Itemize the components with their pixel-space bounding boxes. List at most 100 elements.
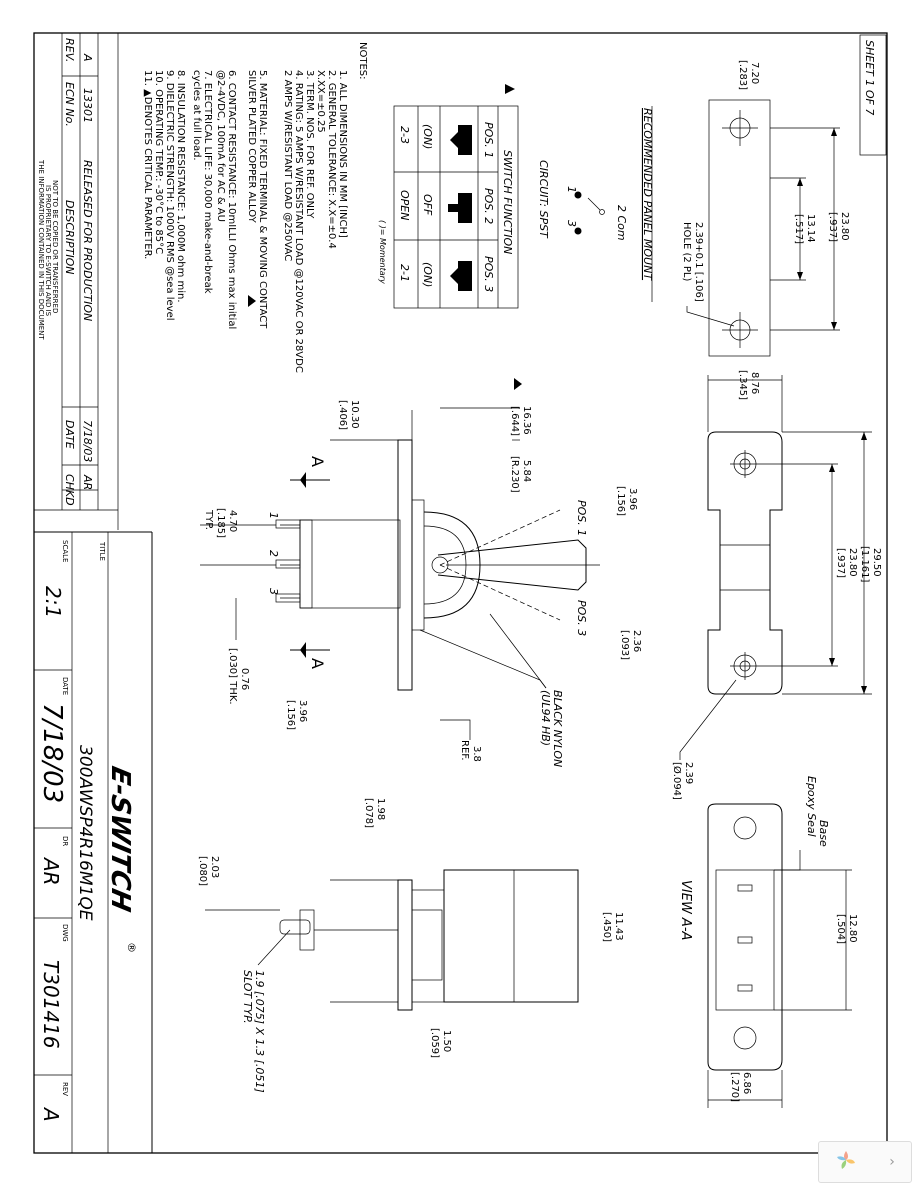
end-dim-078: [.078] [363, 798, 374, 828]
slot-callout: 1.9 [.075] X 1.3 [.051] [253, 970, 266, 1093]
sheet-border [33, 32, 888, 1154]
side-dim-3-96-bottom: 3.96 [297, 700, 308, 722]
note-line-5: 4. RATING: 5 AMPS W/RESISTANT LOAD @120V… [293, 70, 304, 373]
terminal-1-label: 1 [267, 512, 280, 519]
top-dim-8-76: 8.76 [749, 372, 760, 394]
end-dim-059: [.059] [429, 1028, 440, 1058]
rev-header: REV. [63, 38, 76, 62]
brand-name: E-SWITCH [105, 764, 135, 914]
note-line-2: 2. GENERAL TOLERANCE: X.X=±0.4 [326, 70, 337, 249]
ecn-value: 13301 [81, 88, 94, 123]
hole-callout: 2.39+0.1 [.106] [693, 222, 704, 302]
side-dim-030-thk: [.030] THK. [227, 648, 238, 705]
section-marker-bottom: A [308, 658, 327, 669]
date-header: DATE [63, 420, 76, 449]
date-value: 7/18/03 [37, 703, 67, 803]
description-header: DESCRIPTION [63, 200, 76, 274]
side-dim-3-96-top: 3.96 [627, 488, 638, 510]
top-dim-29-50: 29.50 [871, 548, 882, 577]
notes: NOTES: 1. ALL DIMENSIONS IN MM [INCH] 2.… [142, 42, 368, 373]
end-dim-1-98: 1.98 [375, 798, 386, 820]
proprietary-line-1: THE INFORMATION CONTAINED IN THIS DOCUME… [37, 159, 45, 340]
material-callout-2: (UL94 HB) [539, 690, 552, 746]
state-pos-3: (ON) [421, 262, 434, 287]
panel-dim-283: [.283] [737, 60, 748, 90]
side-dim-156-top: [.156] [615, 486, 626, 516]
epoxy-seal-callout: Epoxy Seal [805, 776, 818, 837]
panel-dim-7-20: 7.20 [749, 62, 760, 84]
panel-dim-13-14: 13.14 [805, 214, 816, 243]
side-dim-406: [.406] [337, 400, 348, 430]
note-line-4: 3. TERM. NOS. FOR REF. ONLY [304, 70, 315, 219]
ecn-header: ECN No. [63, 82, 76, 127]
terminal-2-label: 2 [267, 550, 280, 557]
connection-pos-2: OPEN [398, 190, 411, 220]
switch-function-table: SWITCH FUNCTION POS. 1 POS. 2 POS. 3 (ON… [378, 84, 519, 309]
view-aa-title: VIEW A-A [678, 880, 693, 940]
panel-mount-view: RECOMMENDED PANEL MOUNT 23.80 [.937] 13.… [641, 60, 850, 357]
top-dim-23-80: 23.80 [847, 548, 858, 577]
top-dim-1-161: [1.161] [859, 546, 870, 583]
view-a-a: VIEW A-A Base Epoxy Seal 12.80 [.504] 6.… [678, 776, 858, 1108]
proprietary-line-2: IS PROPRIETARY TO E-SWITCH AND IS [44, 185, 52, 317]
panel-dim-517: [.517] [793, 214, 804, 244]
top-view: 29.50 [1.161] 23.80 [.937] 8.76 [.345] 2… [671, 370, 882, 800]
side-dim-r-230: [R.230] [509, 456, 520, 493]
terminal-3-label: 3 [267, 588, 280, 595]
end-dim-450: [.450] [601, 912, 612, 942]
end-view: 1.98 [.078] 11.43 [.450] 2.03 [.080] 1.5… [197, 798, 624, 1093]
chkd-header: CHKD [63, 474, 76, 506]
eswitch-logo: E-SWITCH ® [105, 764, 138, 953]
end-dim-2-03: 2.03 [209, 856, 220, 878]
note-line-7: 5. MATERIAL: FIXED TERMINAL & MOVING CON… [257, 70, 268, 329]
drawn-by: AR [39, 856, 63, 886]
state-pos-1: (ON) [421, 124, 434, 149]
pos-1-header: POS. 1 [482, 122, 495, 158]
note-line-6: 2 AMPS W/RESISTANT LOAD @250VAC [282, 70, 293, 261]
note-line-15: 10. OPERATING TEMP.: -30°C to 85°C [153, 70, 164, 254]
circuit-diagram: CIRCUIT: SPST 2 Com 1 3 [537, 160, 628, 241]
note-line-11: 7. ELECTRICAL LIFE: 30,000 make-and-brea… [202, 70, 213, 294]
side-dim-185: [.185] [215, 508, 226, 538]
note-line-12: cycles at full load. [191, 70, 202, 161]
material-callout-1: BLACK NYLON [551, 690, 564, 767]
actuator-pos-2-icon [448, 193, 472, 223]
actuator-pos-1-icon [450, 125, 472, 155]
note-line-8: SILVER PLATED COPPER ALLOY [246, 70, 257, 224]
side-dim-typ: TYP. [203, 509, 214, 530]
note-line-13: 8. INSULATION RESISTANCE: 1,000M ohm min… [175, 70, 186, 303]
aa-dim-270: [.270] [729, 1072, 740, 1102]
base-callout: Base [817, 820, 830, 847]
rev-value: A [81, 53, 94, 62]
slot-typ: SLOT TYP. [241, 970, 254, 1024]
side-dim-ref: REF. [459, 740, 470, 761]
critical-marker-icon [514, 378, 522, 390]
pos-3-header: POS. 3 [482, 256, 495, 292]
actuator-pos-3-icon [450, 261, 472, 291]
critical-marker-icon [248, 295, 256, 307]
side-dim-10-30: 10.30 [349, 400, 360, 429]
drawing-number: T301416 [39, 960, 63, 1049]
revision-value: A [39, 1106, 63, 1122]
side-dim-093: [.093] [619, 630, 630, 660]
note-line-1: 1. ALL DIMENSIONS IN MM [INCH] [337, 70, 348, 238]
side-dim-0-76: 0.76 [239, 668, 250, 690]
side-dim-5-84: 5.84 [521, 460, 532, 482]
note-line-10: @2-4VDC, 100mA for AC & AU [215, 70, 226, 222]
circuit-terminal-1: 1 [565, 186, 578, 193]
dr-label: DR [61, 836, 69, 846]
pos-3-callout: POS. 3 [575, 600, 588, 636]
aa-dim-12-80: 12.80 [847, 914, 858, 943]
dwg-label: DWG [61, 924, 69, 942]
note-line-16: 11. ▲DENOTES CRITICAL PARAMETER. [142, 70, 153, 259]
hole-qty: HOLE (2 PL) [681, 222, 692, 282]
next-page-button[interactable]: › [889, 1154, 895, 1170]
circuit-com-label: 2 Com [615, 205, 628, 241]
panel-dim-23-80: 23.80 [839, 212, 850, 241]
circuit-terminal-3: 3 [565, 220, 578, 227]
aa-dim-6-86: 6.86 [741, 1072, 752, 1094]
note-line-9: 6. CONTACT RESISTANCE: 10mILLI Ohms max … [226, 70, 237, 329]
rev-label: REV [61, 1082, 69, 1096]
viewer-nav: › [818, 1141, 912, 1183]
